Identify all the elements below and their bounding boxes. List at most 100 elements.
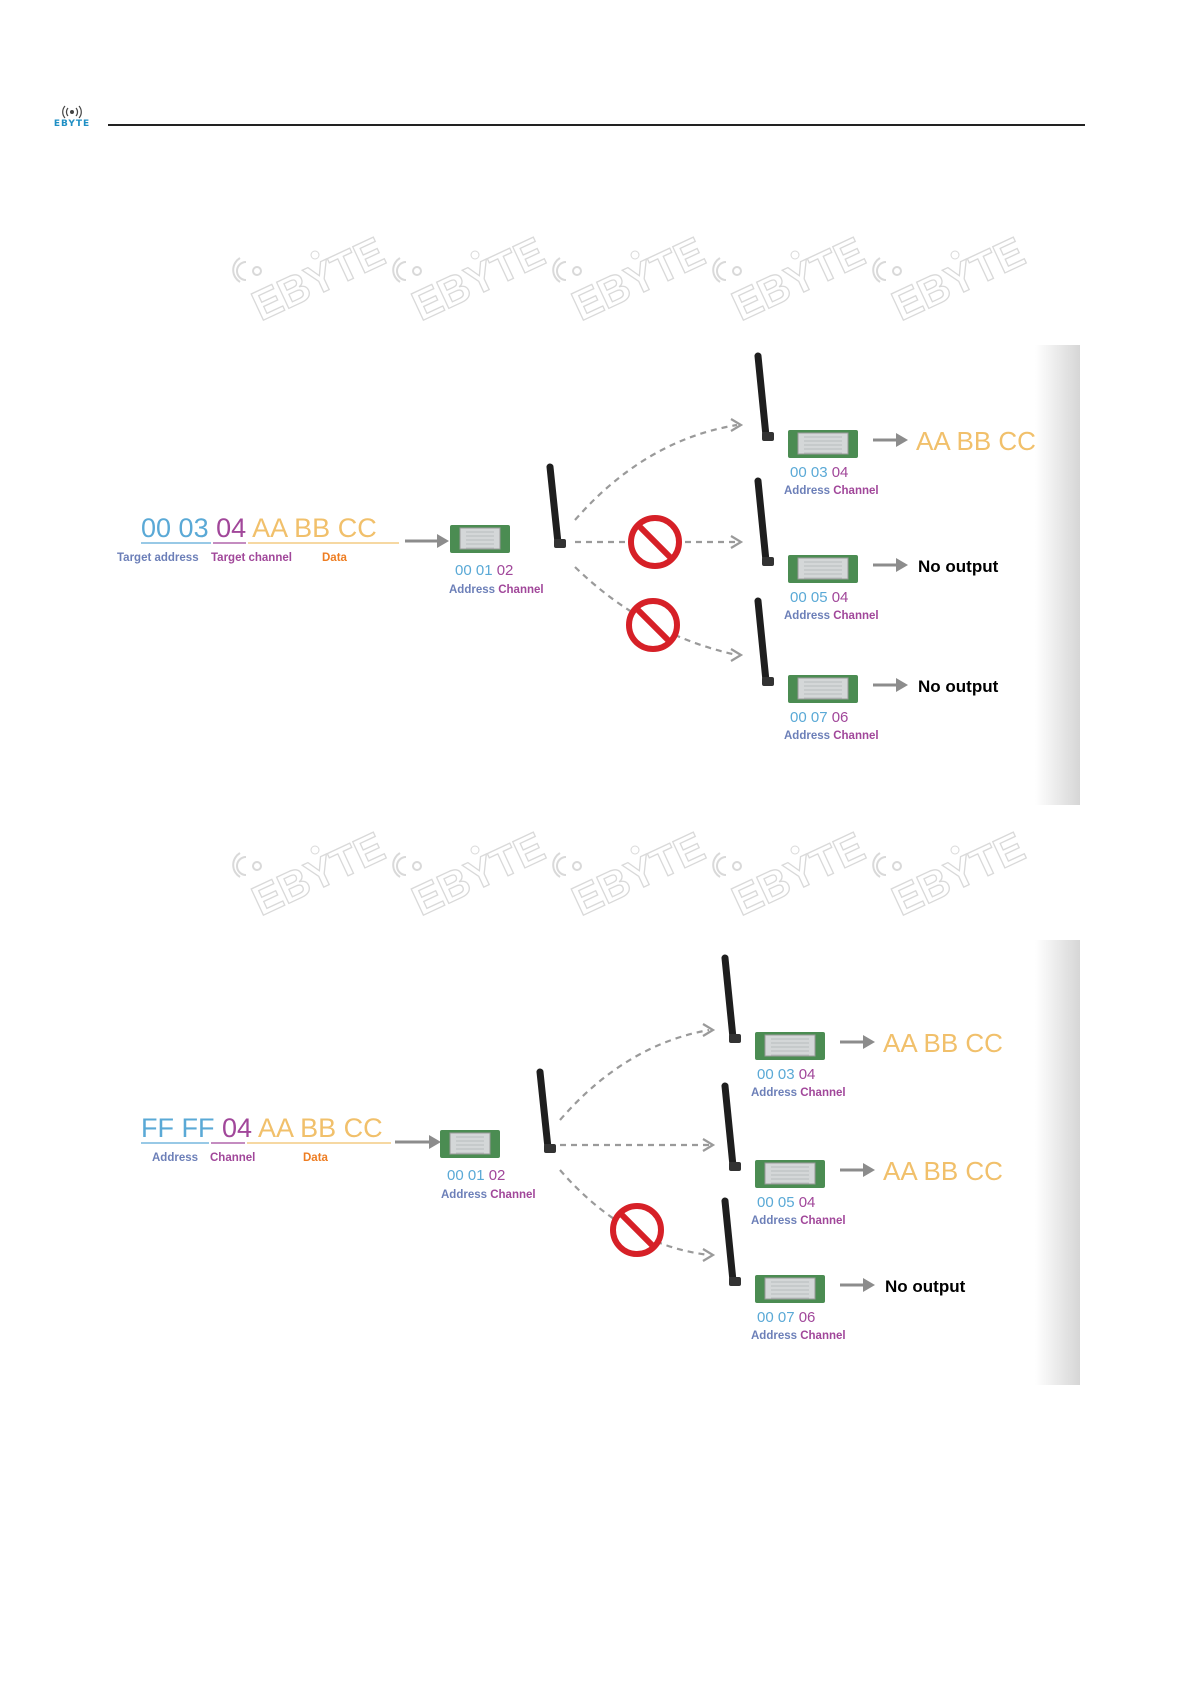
sender-bytes: 00 01 02: [455, 562, 513, 579]
receiver-addr-low: 03: [811, 464, 832, 481]
signal-wave-icon: [717, 857, 726, 875]
watermark-text: EBYTE: [405, 823, 552, 925]
arrow-head: [863, 1163, 875, 1177]
target-address-label: Target address: [117, 552, 199, 564]
blocked-icon: [613, 1206, 661, 1254]
msg-data: AA BB CC: [252, 513, 377, 543]
output-arrow: [873, 558, 908, 572]
signal-dot-icon: [413, 267, 421, 275]
side-shade: [1035, 345, 1080, 805]
antenna-rod: [758, 481, 766, 561]
sender-module: [450, 525, 510, 553]
receiver-antenna: [758, 601, 774, 686]
caption-channel: Channel: [833, 730, 878, 742]
radio-path-head: [731, 649, 741, 661]
side-shade: [1035, 940, 1080, 1385]
arrow-head: [896, 433, 908, 447]
sender-module: [440, 1130, 500, 1158]
antenna-base: [554, 539, 566, 548]
arrow-head: [896, 558, 908, 572]
arrow-head: [429, 1135, 441, 1149]
sender-addr-high: 00: [447, 1167, 468, 1184]
output-arrow: [840, 1163, 875, 1177]
antenna-base: [762, 557, 774, 566]
msg-addr-low: 03: [179, 513, 217, 543]
output-arrow: [873, 433, 908, 447]
watermark-text: EBYTE: [245, 228, 392, 330]
target-address-label: Address: [152, 1152, 198, 1164]
target-channel-label: Channel: [210, 1152, 255, 1164]
caption-address: Address: [449, 584, 498, 596]
antenna-base: [729, 1162, 741, 1171]
ebyte-watermark: EBYTE: [553, 823, 711, 925]
receiver-module: [755, 1160, 825, 1188]
antenna-base: [762, 677, 774, 686]
msg-addr-low: FF: [182, 1113, 223, 1143]
receiver-addr-low: 07: [811, 709, 832, 726]
sender-addr-low: 01: [468, 1167, 489, 1184]
watermark-text: EBYTE: [245, 823, 392, 925]
sender-antenna: [540, 1072, 556, 1153]
sender-caption: Address Channel: [449, 584, 544, 596]
ebyte-watermark: EBYTE: [873, 823, 1031, 925]
caption-channel: Channel: [800, 1087, 845, 1099]
signal-wave-icon: [877, 857, 886, 875]
output-arrow: [873, 678, 908, 692]
caption-channel: Channel: [498, 584, 543, 596]
caption-address: Address: [751, 1330, 800, 1342]
receiver-addr-low: 05: [811, 589, 832, 606]
caption-address: Address: [751, 1087, 800, 1099]
antenna-rod: [725, 1201, 733, 1281]
radio-path: [575, 425, 737, 520]
sender-addr-high: 00: [455, 562, 476, 579]
output-text: No output: [918, 677, 999, 696]
receiver-caption: Address Channel: [751, 1215, 846, 1227]
receiver-addr-high: 00: [790, 589, 811, 606]
receiver-addr-high: 00: [790, 464, 811, 481]
receiver-caption: Address Channel: [751, 1087, 846, 1099]
signal-dot-icon: [893, 267, 901, 275]
receiver-antenna: [725, 1201, 741, 1286]
msg-channel: 04: [216, 513, 252, 543]
caption-channel: Channel: [490, 1189, 535, 1201]
receiver-channel: 04: [799, 1066, 816, 1083]
receiver-caption: Address Channel: [784, 610, 879, 622]
antenna-rod: [550, 467, 558, 543]
signal-wave-icon: [397, 262, 406, 280]
radio-path-head: [703, 1249, 713, 1261]
receiver-bytes: 00 05 04: [757, 1194, 815, 1211]
ebyte-watermark: EBYTE: [393, 823, 551, 925]
output-arrow: [840, 1035, 875, 1049]
arrow-head: [437, 534, 449, 548]
msg-addr-high: FF: [141, 1113, 182, 1143]
input-arrow: [395, 1135, 441, 1149]
data-label: Data: [322, 552, 348, 564]
receiver-addr-low: 07: [778, 1309, 799, 1326]
receiver-channel: 04: [799, 1194, 816, 1211]
receiver-module: [788, 675, 858, 703]
diagram-broadcast-address: FF FF 04 AA BB CCAddressChannelData00 01…: [105, 940, 1080, 1385]
module-shield: [798, 433, 848, 454]
caption-address: Address: [441, 1189, 490, 1201]
receiver-channel: 06: [832, 709, 849, 726]
signal-wave-icon: [557, 262, 566, 280]
signal-dot-icon: [573, 267, 581, 275]
receiver-bytes: 00 07 06: [757, 1309, 815, 1326]
receiver-addr-high: 00: [757, 1194, 778, 1211]
receiver-caption: Address Channel: [784, 485, 879, 497]
antenna-base: [762, 432, 774, 441]
sender-channel: 02: [489, 1167, 506, 1184]
caption-address: Address: [751, 1215, 800, 1227]
diagram-canvas: FF FF 04 AA BB CCAddressChannelData00 01…: [105, 940, 1080, 1385]
caption-address: Address: [784, 730, 833, 742]
antenna-base: [729, 1277, 741, 1286]
ebyte-watermark: EBYTE: [233, 228, 391, 330]
output-text: No output: [885, 1277, 966, 1296]
sender-bytes: 00 01 02: [447, 1167, 505, 1184]
receiver-antenna: [725, 1086, 741, 1171]
signal-dot-icon: [733, 862, 741, 870]
antenna-base: [729, 1034, 741, 1043]
